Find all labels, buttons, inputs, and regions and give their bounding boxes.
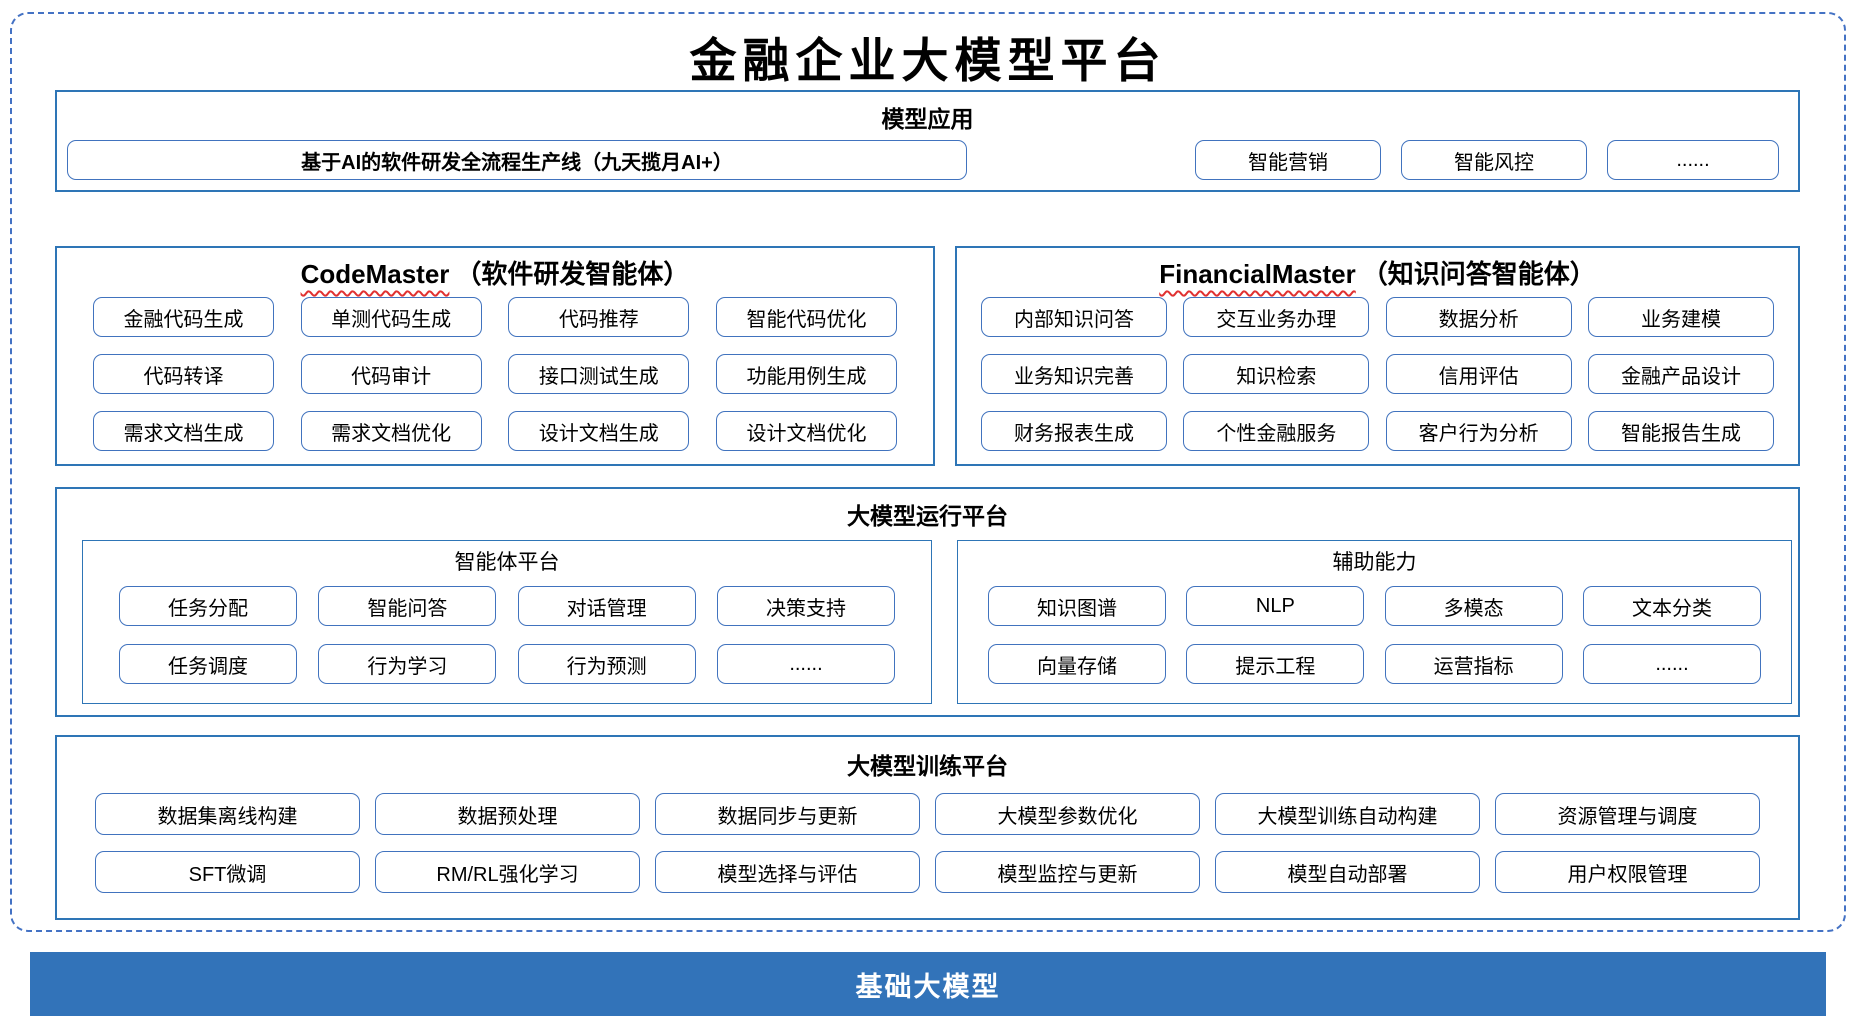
financialmaster-row-2: 业务知识完善 知识检索 信用评估 金融产品设计 (957, 354, 1798, 394)
item-box: NLP (1186, 586, 1365, 626)
item-box: 数据同步与更新 (655, 793, 920, 835)
item-box: 模型选择与评估 (655, 851, 920, 893)
financialmaster-row-1: 内部知识问答 交互业务办理 数据分析 业务建模 (957, 297, 1798, 337)
codemaster-name: CodeMaster (300, 259, 450, 289)
financialmaster-name: FinancialMaster (1159, 259, 1356, 289)
ellipsis-box: ...... (1582, 644, 1761, 684)
item-box: 交互业务办理 (1183, 297, 1370, 337)
item-box: 数据预处理 (375, 793, 640, 835)
item-box: 文本分类 (1582, 586, 1761, 626)
item-box: 需求文档生成 (93, 411, 274, 451)
aux-ability-row-2: 向量存储 提示工程 运营指标 ...... (958, 644, 1791, 684)
item-box: 知识检索 (1183, 354, 1370, 394)
item-box: RM/RL强化学习 (375, 851, 640, 893)
item-box: 多模态 (1384, 586, 1563, 626)
item-box: 对话管理 (517, 586, 696, 626)
section-codemaster-title: CodeMaster（软件研发智能体） (57, 254, 933, 291)
codemaster-row-3: 需求文档生成 需求文档优化 设计文档生成 设计文档优化 (57, 411, 933, 451)
item-box: 单测代码生成 (300, 297, 482, 337)
item-box: 客户行为分析 (1385, 411, 1572, 451)
item-box: 财务报表生成 (981, 411, 1167, 451)
financialmaster-suffix: （知识问答智能体） (1361, 259, 1596, 289)
section-training-title: 大模型训练平台 (847, 753, 1008, 779)
base-model-label: 基础大模型 (855, 971, 1001, 1002)
training-row-1: 数据集离线构建 数据预处理 数据同步与更新 大模型参数优化 大模型训练自动构建 … (57, 793, 1798, 835)
aux-ability-group: 辅助能力 知识图谱 NLP 多模态 文本分类 向量存储 提示工程 运营指标 ..… (957, 540, 1792, 704)
item-box: 提示工程 (1186, 644, 1365, 684)
item-box: 智能风控 (1401, 140, 1587, 180)
financialmaster-row-3: 财务报表生成 个性金融服务 客户行为分析 智能报告生成 (957, 411, 1798, 451)
item-box: 代码审计 (300, 354, 482, 394)
item-box: 智能营销 (1195, 140, 1381, 180)
agent-platform-group: 智能体平台 任务分配 智能问答 对话管理 决策支持 任务调度 行为学习 行为预测… (82, 540, 932, 704)
section-runtime-platform: 大模型运行平台 智能体平台 任务分配 智能问答 对话管理 决策支持 任务调度 行… (55, 487, 1800, 717)
item-box: 决策支持 (716, 586, 895, 626)
item-box: 任务调度 (119, 644, 297, 684)
aux-ability-title: 辅助能力 (1332, 551, 1417, 574)
item-box: 向量存储 (988, 644, 1166, 684)
agent-platform-title: 智能体平台 (454, 551, 560, 574)
item-box: 个性金融服务 (1183, 411, 1370, 451)
ellipsis-box: ...... (1607, 140, 1779, 180)
item-box: 代码推荐 (508, 297, 690, 337)
item-box: 大模型训练自动构建 (1215, 793, 1480, 835)
section-codemaster: CodeMaster（软件研发智能体） 金融代码生成 单测代码生成 代码推荐 智… (55, 246, 935, 466)
item-box: 任务分配 (119, 586, 297, 626)
item-box: 信用评估 (1385, 354, 1572, 394)
item-box: 数据集离线构建 (95, 793, 360, 835)
item-box: 设计文档优化 (715, 411, 897, 451)
page-title: 金融企业大模型平台 (689, 34, 1167, 89)
item-box: 金融产品设计 (1587, 354, 1774, 394)
item-box: 模型自动部署 (1215, 851, 1480, 893)
item-box: 智能报告生成 (1587, 411, 1774, 451)
section-model-applications: 模型应用 基于AI的软件研发全流程生产线（九天揽月AI+） 智能营销 智能风控 … (55, 90, 1800, 192)
item-box: 业务建模 (1587, 297, 1774, 337)
item-box: 业务知识完善 (981, 354, 1167, 394)
agent-platform-row-2: 任务调度 行为学习 行为预测 ...... (83, 644, 931, 684)
codemaster-row-1: 金融代码生成 单测代码生成 代码推荐 智能代码优化 (57, 297, 933, 337)
item-box: SFT微调 (95, 851, 360, 893)
item-box: 内部知识问答 (981, 297, 1167, 337)
item-box: 运营指标 (1384, 644, 1563, 684)
item-box: 用户权限管理 (1495, 851, 1760, 893)
pipeline-box: 基于AI的软件研发全流程生产线（九天揽月AI+） (67, 140, 967, 180)
item-box: 智能代码优化 (715, 297, 897, 337)
ellipsis-box: ...... (716, 644, 895, 684)
outer-dashed-frame (10, 12, 1846, 932)
item-box: 大模型参数优化 (935, 793, 1200, 835)
aux-ability-row-1: 知识图谱 NLP 多模态 文本分类 (958, 586, 1791, 626)
base-model-bar: 基础大模型 (30, 952, 1826, 1016)
item-box: 金融代码生成 (93, 297, 274, 337)
item-box: 行为学习 (318, 644, 497, 684)
section-model-applications-title: 模型应用 (881, 106, 974, 132)
item-box: 需求文档优化 (300, 411, 482, 451)
item-box: 接口测试生成 (508, 354, 690, 394)
item-box: 智能问答 (318, 586, 497, 626)
item-box: 数据分析 (1385, 297, 1572, 337)
training-row-2: SFT微调 RM/RL强化学习 模型选择与评估 模型监控与更新 模型自动部署 用… (57, 851, 1798, 893)
section-financialmaster: FinancialMaster（知识问答智能体） 内部知识问答 交互业务办理 数… (955, 246, 1800, 466)
codemaster-row-2: 代码转译 代码审计 接口测试生成 功能用例生成 (57, 354, 933, 394)
codemaster-suffix: （软件研发智能体） (455, 259, 690, 289)
section-training-platform: 大模型训练平台 数据集离线构建 数据预处理 数据同步与更新 大模型参数优化 大模… (55, 735, 1800, 920)
item-box: 知识图谱 (988, 586, 1166, 626)
item-box: 设计文档生成 (508, 411, 690, 451)
item-box: 模型监控与更新 (935, 851, 1200, 893)
section-financialmaster-title: FinancialMaster（知识问答智能体） (957, 254, 1798, 291)
item-box: 功能用例生成 (715, 354, 897, 394)
section-runtime-title: 大模型运行平台 (847, 503, 1008, 529)
item-box: 代码转译 (93, 354, 274, 394)
item-box: 行为预测 (517, 644, 696, 684)
agent-platform-row-1: 任务分配 智能问答 对话管理 决策支持 (83, 586, 931, 626)
item-box: 资源管理与调度 (1495, 793, 1760, 835)
